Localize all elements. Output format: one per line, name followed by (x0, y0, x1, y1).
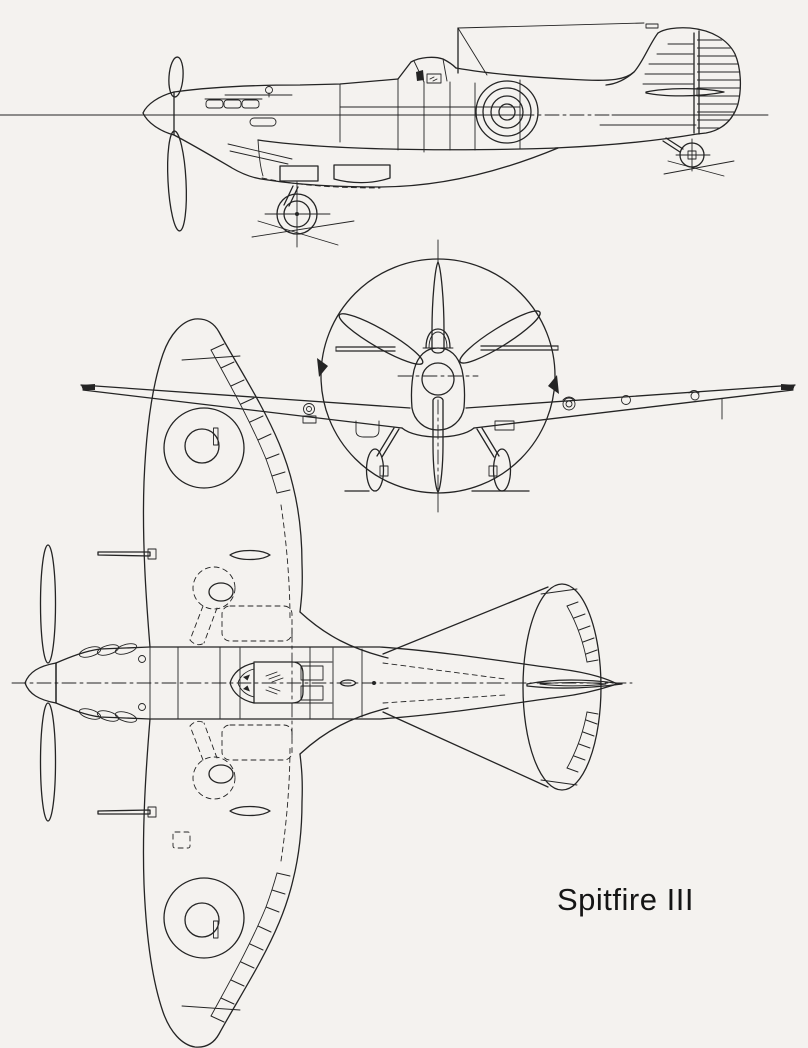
starboard-wheel-well-outline (189, 720, 236, 800)
plan-tailplane (382, 583, 623, 791)
side-fin-rudder (605, 23, 742, 135)
starboard-cannon (97, 806, 157, 818)
side-spinner (142, 91, 175, 136)
port-wheel-well-outline (189, 566, 236, 646)
plan-port-wing (97, 318, 389, 659)
starboard-aileron (210, 872, 291, 1023)
port-wing-fillet (299, 611, 389, 659)
port-cannon (97, 548, 157, 560)
plan-propeller-blades (39, 544, 57, 822)
front-radiator (494, 420, 515, 431)
side-exhaust-stubs (204, 98, 263, 109)
canopy-glint-marks (265, 671, 284, 695)
starboard-wing-blister (229, 805, 271, 817)
rudder-hatching (697, 39, 741, 129)
starboard-gun-bay-outline (221, 724, 293, 761)
side-fuselage (173, 32, 698, 189)
side-aerial-mast (457, 22, 645, 76)
plan-spinner (24, 662, 57, 704)
plan-elevators (566, 601, 599, 773)
side-radiator (279, 165, 319, 182)
front-canopy (422, 328, 454, 349)
plan-starboard-wing (97, 707, 389, 1048)
fuselage-lens-detail (339, 679, 357, 687)
front-oil-cooler (355, 420, 380, 438)
fuselage-dot-detail (372, 681, 376, 685)
propeller-disc-circle (320, 258, 556, 494)
side-view (0, 22, 769, 248)
side-propeller (166, 56, 188, 232)
rotation-arrow-right (548, 375, 559, 394)
side-fuselage-roundel (475, 80, 539, 144)
port-wingtip-roundel (163, 407, 245, 489)
port-gun-bay-outline (221, 605, 293, 642)
starboard-wingtip-roundel (163, 877, 245, 959)
port-wing-blister (229, 549, 271, 561)
starboard-access-panel (172, 831, 191, 849)
front-wings (80, 384, 796, 438)
plan-panel-lines (149, 627, 363, 739)
plan-canopy (229, 661, 376, 704)
port-aileron (210, 343, 291, 494)
plan-view (11, 318, 633, 1048)
front-propeller-blades (338, 261, 541, 493)
front-spinner (421, 362, 455, 396)
plan-exhaust-stubs (78, 643, 138, 723)
plan-fin-rudder (526, 679, 623, 689)
side-tailplane (645, 87, 725, 97)
front-view (80, 239, 796, 513)
side-main-landing-gear (251, 181, 355, 248)
rotation-arrow-left (317, 358, 328, 377)
front-landing-gear (344, 420, 530, 492)
side-oil-cooler (333, 164, 391, 184)
plan-fuselage (55, 627, 618, 739)
title-label: Spitfire III (557, 882, 694, 917)
side-canopy (397, 56, 457, 84)
starboard-wing-fillet (299, 707, 389, 755)
side-tail-wheel (662, 137, 735, 177)
